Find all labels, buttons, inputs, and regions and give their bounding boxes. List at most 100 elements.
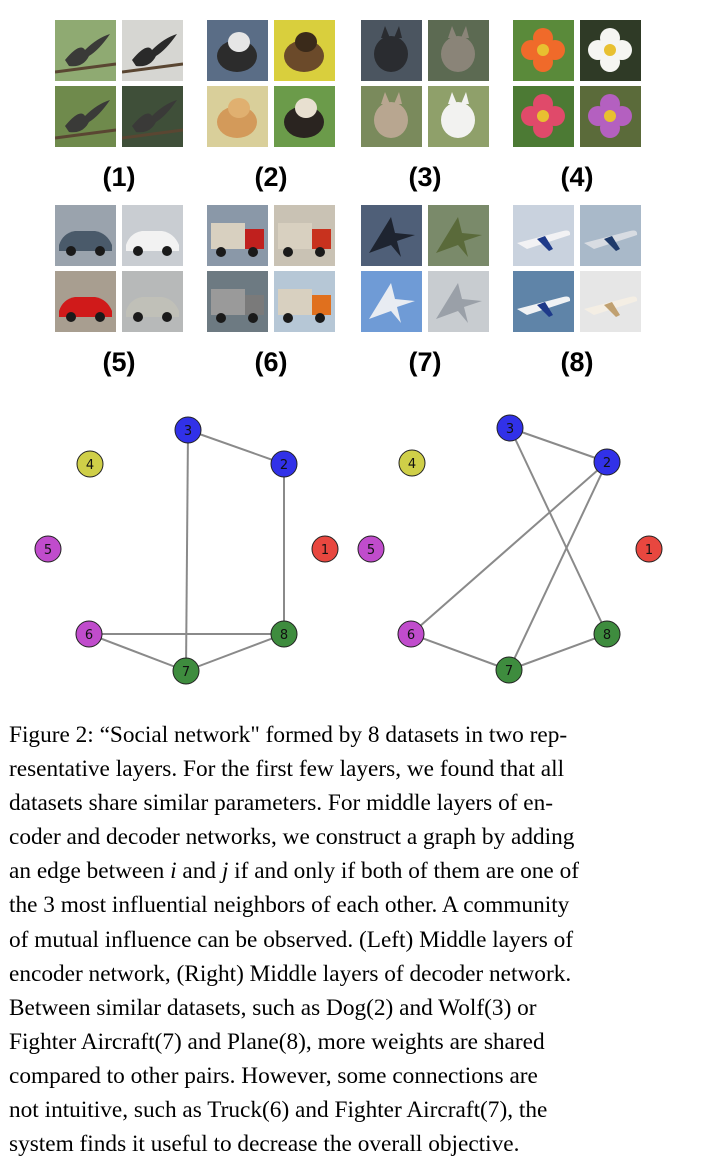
graph-node-label: 4 (408, 457, 416, 472)
graph-node-label: 5 (44, 543, 52, 558)
bird-photo (122, 20, 183, 81)
dog-photo (274, 86, 335, 147)
graph-node (34, 535, 62, 563)
fighter-aircraft-photo (361, 205, 422, 266)
caption-line: Fighter Aircraft(7) and Plane(8), more w… (9, 1028, 545, 1055)
graph-node-label: 8 (280, 628, 288, 643)
graph-node-label: 4 (86, 458, 94, 473)
caption-line: Between similar datasets, such as Dog(2)… (9, 994, 537, 1021)
graph-node (75, 620, 103, 648)
caption-line: an edge between i and j if and only if b… (9, 854, 693, 888)
graph-node (593, 448, 621, 476)
caption-variable: j (221, 858, 229, 885)
car-photo (122, 205, 183, 266)
graph-edge (88, 633, 187, 672)
dataset-label: (2) (254, 162, 288, 192)
fighter-aircraft-photo (428, 271, 489, 332)
graph-edge (185, 429, 189, 672)
dataset-panel: (3) (361, 20, 489, 200)
flower-photo (580, 86, 641, 147)
graph-node (593, 620, 621, 648)
caption-line: Figure 2: “Social network" formed by 8 d… (9, 722, 568, 748)
truck-photo (207, 271, 268, 332)
graph-edge (508, 461, 608, 671)
fighter-aircraft-photo (361, 271, 422, 332)
car-photo (122, 271, 183, 332)
caption-line: of mutual influence can be observed. (Le… (9, 926, 574, 953)
graph-node-label: 6 (407, 628, 415, 643)
dataset-label: (5) (102, 347, 136, 377)
dataset-panel: (7) (361, 205, 489, 385)
caption-line: not intuitive, such as Truck(6) and Figh… (9, 1097, 548, 1124)
caption-line: resentative layers. For the first few la… (9, 756, 565, 783)
graph-node (174, 416, 202, 444)
dog-photo (207, 20, 268, 81)
dataset-label: (8) (560, 347, 594, 377)
plane-photo (580, 205, 641, 266)
caption-line: system finds it useful to decrease the o… (9, 1131, 520, 1158)
graph-node (357, 535, 385, 563)
graph-node (397, 620, 425, 648)
graph-node-label: 6 (85, 628, 93, 643)
flower-photo (513, 86, 574, 147)
wolf-photo (361, 20, 422, 81)
graph-node-label: 2 (603, 456, 611, 471)
dog-photo (274, 20, 335, 81)
plane-photo (580, 271, 641, 332)
truck-photo (274, 271, 335, 332)
caption-text: if and only if both of them are one of (234, 858, 579, 885)
truck-photo (207, 205, 268, 266)
bird-photo (55, 86, 116, 147)
graph-node-label: 2 (280, 458, 288, 473)
graph-node (270, 450, 298, 478)
graph-edge (509, 427, 608, 463)
plane-photo (513, 271, 574, 332)
caption-line: the 3 most influential neighbors of each… (9, 892, 570, 919)
caption-line: datasets share similar parameters. For m… (9, 790, 554, 817)
graph-node (496, 414, 524, 442)
caption-line: compared to other pairs. However, some c… (9, 1062, 538, 1089)
caption-text: and (182, 858, 217, 885)
graph-node-label: 5 (367, 543, 375, 558)
car-photo (55, 205, 116, 266)
dataset-panel: (6) (207, 205, 335, 385)
dog-photo (207, 86, 268, 147)
graph-edge (185, 633, 285, 672)
dataset-panel: (4) (513, 20, 641, 200)
caption-variable: i (170, 858, 177, 885)
flower-photo (513, 20, 574, 81)
graph-edge (410, 633, 510, 671)
graph-node (311, 535, 339, 563)
graph-node (172, 657, 200, 685)
dataset-panel: (5) (55, 205, 183, 385)
graph-edge (508, 633, 608, 671)
graph-node (270, 620, 298, 648)
graph-node (635, 535, 663, 563)
graph-edge (410, 461, 608, 635)
plane-photo (513, 205, 574, 266)
dataset-label: (1) (102, 162, 136, 192)
dataset-label: (4) (560, 162, 594, 192)
dataset-panel: (2) (207, 20, 335, 200)
bird-photo (55, 20, 116, 81)
graph-node-label: 3 (506, 422, 514, 437)
bird-photo (122, 86, 183, 147)
graph-node-label: 7 (505, 664, 513, 679)
wolf-photo (361, 86, 422, 147)
truck-photo (274, 205, 335, 266)
graph-node (76, 450, 104, 478)
graph-node-label: 7 (182, 665, 190, 680)
dataset-panel: (8) (513, 205, 641, 385)
graph-node-label: 1 (645, 543, 653, 558)
dataset-label: (3) (408, 162, 442, 192)
wolf-photo (428, 86, 489, 147)
graph-node-label: 3 (184, 424, 192, 439)
graph-node (495, 656, 523, 684)
graph-edge (187, 429, 285, 465)
dataset-label: (6) (254, 347, 288, 377)
flower-photo (580, 20, 641, 81)
fighter-aircraft-photo (428, 205, 489, 266)
